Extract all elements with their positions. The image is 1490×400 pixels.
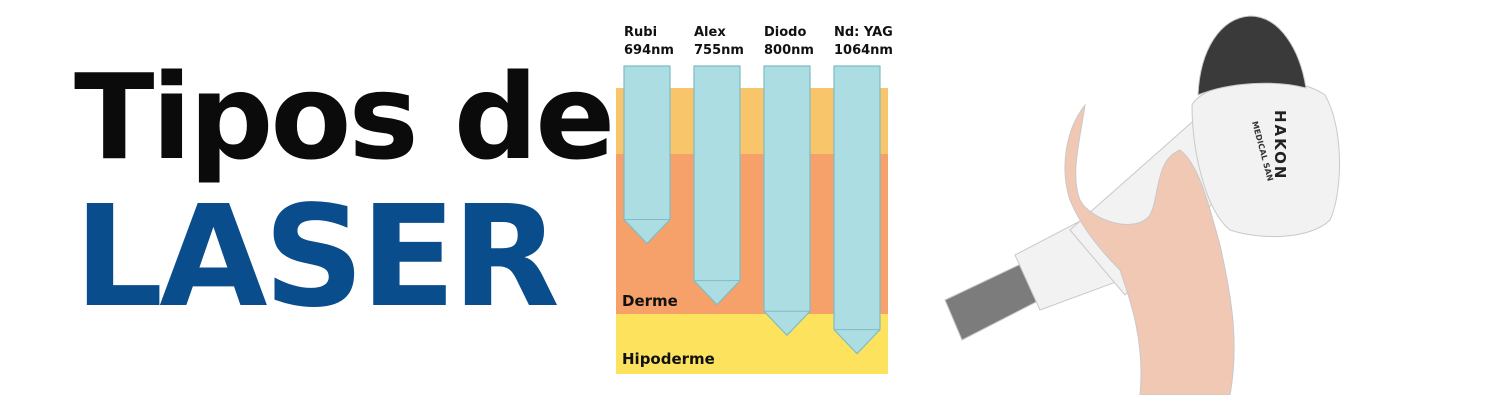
- brand-label: HAKON: [1271, 110, 1289, 180]
- hipoderme-label: Hipoderme: [622, 350, 715, 368]
- title-line-1: Tipos de: [74, 48, 615, 186]
- laser-wavelength-label: 1064nm: [834, 43, 893, 58]
- laser-beam: [623, 65, 671, 245]
- laser-name-label: Diodo: [764, 25, 806, 40]
- laser-beam: [693, 65, 741, 306]
- hand: [1064, 103, 1235, 395]
- laser-beams: [623, 65, 881, 355]
- derme-label: Derme: [622, 292, 678, 310]
- laser-wavelength-label: 800nm: [764, 43, 814, 58]
- device-tip: [1197, 15, 1307, 96]
- title-line-2: LASER: [74, 176, 560, 339]
- laser-wavelength-label: 694nm: [624, 43, 674, 58]
- laser-beam: [763, 65, 811, 337]
- laser-device-illustration: HAKON MEDICAL SAN: [944, 15, 1340, 395]
- laser-wavelength-label: 755nm: [694, 43, 744, 58]
- laser-depth-diagram: Rubi 694nm Alex 755nm Diodo 800nm Nd: YAG 1064n…: [616, 25, 893, 374]
- laser-name-label: Nd: YAG: [834, 25, 893, 40]
- laser-beam: [833, 65, 881, 355]
- laser-name-label: Alex: [694, 25, 726, 40]
- laser-labels: Rubi 694nm Alex 755nm Diodo 800nm Nd: YAG 1064n…: [624, 25, 893, 58]
- laser-name-label: Rubi: [624, 25, 657, 40]
